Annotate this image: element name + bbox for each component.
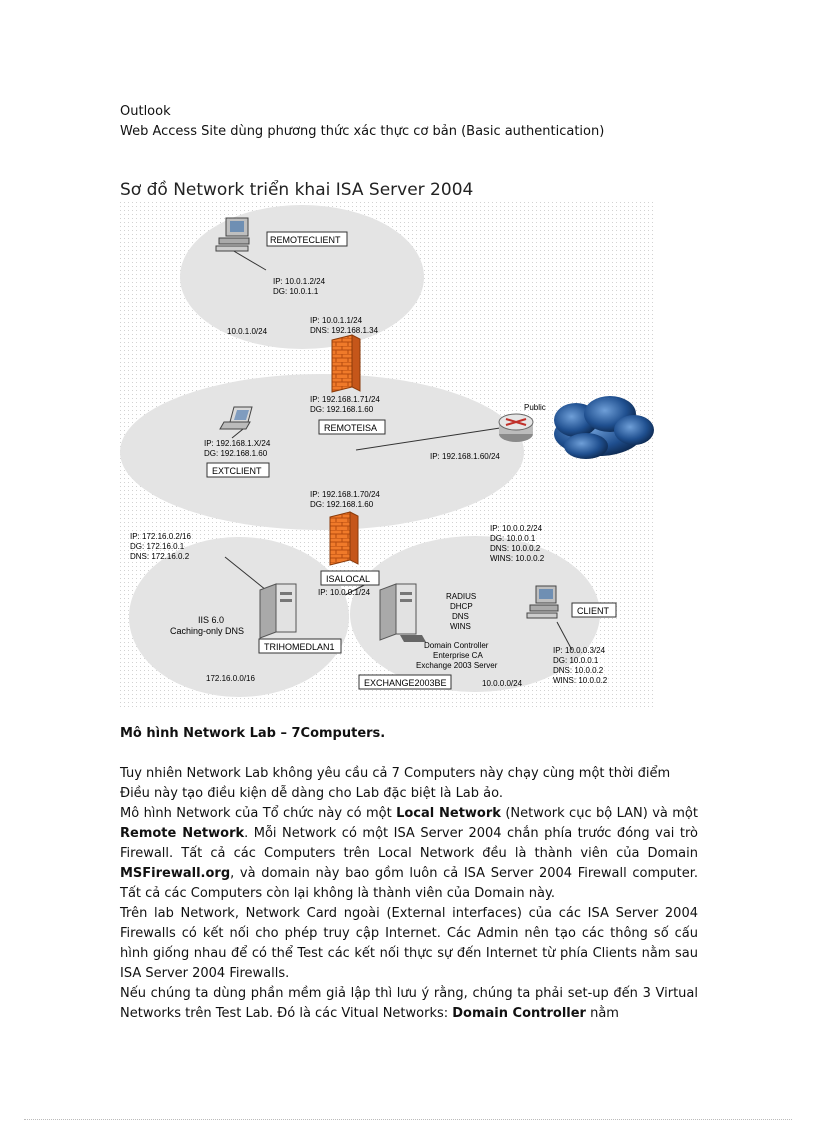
remoteisa-label: REMOTEISA bbox=[324, 423, 377, 433]
domain-controller-term: Domain Controller bbox=[452, 1006, 586, 1021]
local-network-address: 10.0.0.0/24 bbox=[482, 679, 523, 688]
trihomed-dns: DNS: 172.16.0.2 bbox=[130, 552, 190, 561]
paragraph-2-text-c: (Network cục bộ LAN) và một bbox=[501, 806, 698, 821]
remoteclient-label: REMOTECLIENT bbox=[270, 235, 341, 245]
diagram-caption: Mô hình Network Lab – 7Computers. bbox=[120, 726, 385, 741]
client-dg: DG: 10.0.0.1 bbox=[553, 656, 599, 665]
exchange-ip: IP: 10.0.0.2/24 bbox=[490, 524, 543, 533]
exchange-role-dhcp: DHCP bbox=[450, 602, 473, 611]
footer-divider bbox=[24, 1119, 792, 1120]
paragraph-4-text-c: nằm bbox=[586, 1006, 619, 1021]
isalocal-firewall-icon bbox=[330, 512, 358, 565]
exchange-role-radius: RADIUS bbox=[446, 592, 476, 601]
perimeter-network-zone bbox=[129, 537, 349, 697]
client-dns: DNS: 10.0.0.2 bbox=[553, 666, 604, 675]
client-ip: IP: 10.0.0.3/24 bbox=[553, 646, 606, 655]
remoteisa-firewall-icon bbox=[332, 335, 360, 392]
paragraph-2-text-a: Mô hình Network của Tổ chức này có một bbox=[120, 806, 396, 821]
paragraph-1-line-1: Tuy nhiên Network Lab không yêu cầu cả 7… bbox=[120, 766, 670, 781]
remoteisa-external-ip: IP: 192.168.1.71/24 bbox=[310, 395, 380, 404]
trihomed-server-icon bbox=[260, 584, 296, 638]
isalocal-label: ISALOCAL bbox=[326, 574, 370, 584]
remoteclient-dg: DG: 10.0.1.1 bbox=[273, 287, 319, 296]
exchange-label: EXCHANGE2003BE bbox=[364, 678, 447, 688]
public-label: Public bbox=[524, 403, 546, 412]
exchange-role-dns: DNS bbox=[452, 612, 469, 621]
body-text: Tuy nhiên Network Lab không yêu cầu cả 7… bbox=[120, 764, 698, 1024]
local-network-term: Local Network bbox=[396, 806, 501, 821]
exchange-role-dc: Domain Controller bbox=[424, 641, 489, 650]
router-icon bbox=[499, 414, 533, 442]
paragraph-2: Mô hình Network của Tổ chức này có một L… bbox=[120, 804, 698, 904]
isalocal-external-dg: DG: 192.168.1.60 bbox=[310, 500, 374, 509]
remoteisa-external-dg: DG: 192.168.1.60 bbox=[310, 405, 374, 414]
exchange-wins: WINS: 10.0.0.2 bbox=[490, 554, 545, 563]
extclient-label: EXTCLIENT bbox=[212, 466, 262, 476]
extclient-dg: DG: 192.168.1.60 bbox=[204, 449, 268, 458]
exchange-role-exchange: Exchange 2003 Server bbox=[416, 661, 498, 670]
header-line-owa: Web Access Site dùng phương thức xác thự… bbox=[120, 124, 604, 139]
router-ip: IP: 192.168.1.60/24 bbox=[430, 452, 500, 461]
remoteisa-internal-ip: IP: 10.0.1.1/24 bbox=[310, 316, 363, 325]
extclient-ip: IP: 192.168.1.X/24 bbox=[204, 439, 271, 448]
paragraph-1-line-2: Điều này tạo điều kiện dễ dàng cho Lab đ… bbox=[120, 786, 503, 801]
domain-name-term: MSFirewall.org bbox=[120, 866, 230, 881]
exchange-dg: DG: 10.0.0.1 bbox=[490, 534, 536, 543]
client-wins: WINS: 10.0.0.2 bbox=[553, 676, 608, 685]
trihomed-network-address: 172.16.0.0/16 bbox=[206, 674, 255, 683]
trihomed-ip: IP: 172.16.0.2/16 bbox=[130, 532, 191, 541]
exchange-dns: DNS: 10.0.0.2 bbox=[490, 544, 541, 553]
header-line-outlook: Outlook bbox=[120, 104, 171, 119]
paragraph-1: Tuy nhiên Network Lab không yêu cầu cả 7… bbox=[120, 764, 698, 804]
isalocal-external-ip: IP: 192.168.1.70/24 bbox=[310, 490, 380, 499]
remoteisa-internal-dns: DNS: 192.168.1.34 bbox=[310, 326, 379, 335]
isalocal-internal-ip: IP: 10.0.0.1/24 bbox=[318, 588, 371, 597]
remote-network-address: 10.0.1.0/24 bbox=[227, 327, 268, 336]
network-diagram-svg: REMOTECLIENT IP: 10.0.1.2/24 DG: 10.0.1.… bbox=[120, 202, 656, 708]
paragraph-4: Nếu chúng ta dùng phần mềm giả lập thì l… bbox=[120, 984, 698, 1024]
network-diagram: REMOTECLIENT IP: 10.0.1.2/24 DG: 10.0.1.… bbox=[120, 202, 656, 708]
diagram-title: Sơ đồ Network triển khai ISA Server 2004 bbox=[120, 180, 473, 200]
trihomed-label: TRIHOMEDLAN1 bbox=[264, 642, 335, 652]
exchange-role-ca: Enterprise CA bbox=[433, 651, 483, 660]
trihomed-role-iis: IIS 6.0 bbox=[198, 615, 224, 625]
trihomed-dg: DG: 172.16.0.1 bbox=[130, 542, 185, 551]
exchange-role-wins: WINS bbox=[450, 622, 471, 631]
client-label: CLIENT bbox=[577, 606, 610, 616]
trihomed-role-dns: Caching-only DNS bbox=[170, 626, 244, 636]
remoteclient-ip: IP: 10.0.1.2/24 bbox=[273, 277, 326, 286]
remote-network-term: Remote Network bbox=[120, 826, 244, 841]
paragraph-3: Trên lab Network, Network Card ngoài (Ex… bbox=[120, 904, 698, 984]
